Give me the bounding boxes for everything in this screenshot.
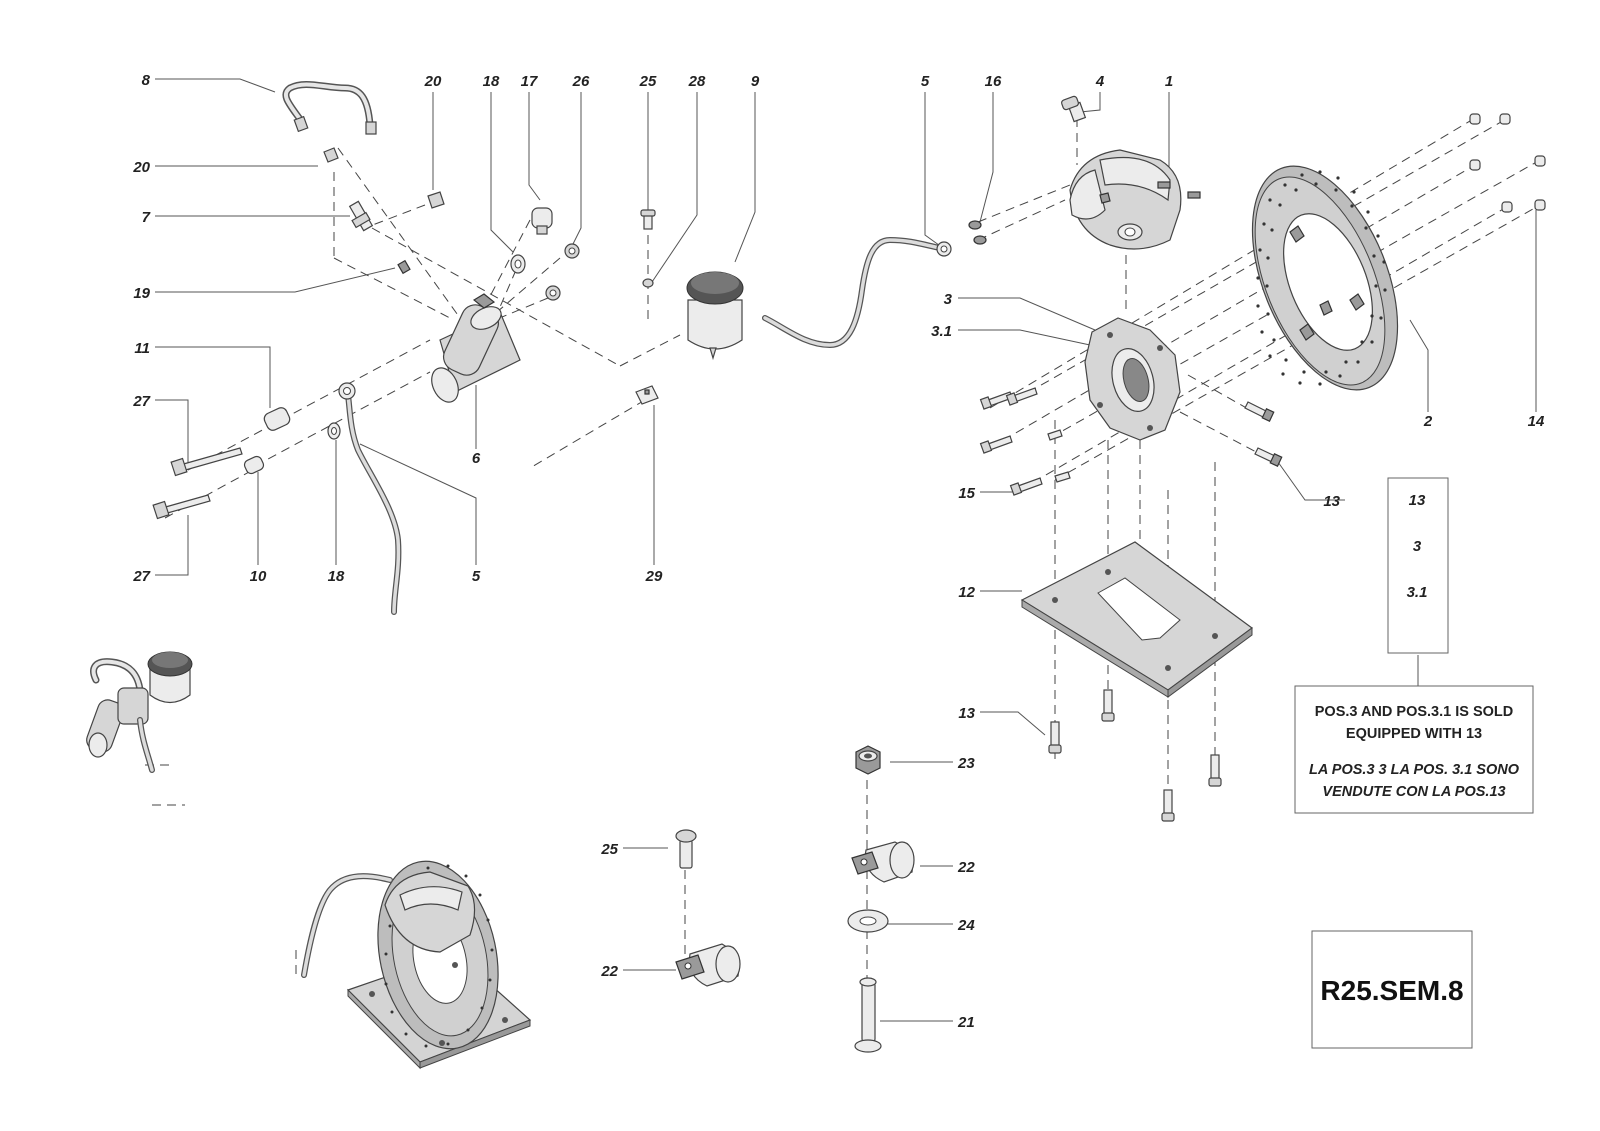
washer-part-16 (968, 220, 987, 245)
label-27: 27 (132, 568, 150, 585)
label-27: 27 (132, 393, 150, 410)
label-3-1: 3.1 (931, 323, 952, 340)
disc-part-2 (1251, 165, 1399, 391)
pin-part-21 (854, 977, 882, 1053)
label-11: 11 (134, 340, 150, 357)
label-22: 22 (957, 859, 975, 876)
label-8: 8 (142, 72, 151, 89)
label-5: 5 (472, 568, 481, 585)
label-2: 2 (1423, 413, 1433, 430)
master-cylinder-part-6 (431, 293, 521, 403)
hose-part-8 (282, 80, 377, 135)
label-12: 12 (958, 584, 975, 601)
washer-part-24 (847, 909, 889, 933)
label-21: 21 (957, 1014, 975, 1031)
note-box: POS.3 AND POS.3.1 IS SOLD EQUIPPED WITH … (1294, 685, 1534, 814)
legend-item: 3.1 (1407, 584, 1428, 601)
leader-lines (155, 78, 1537, 1022)
drawing-code-box: R25.SEM.8 (1311, 930, 1473, 1049)
drawing-code: R25.SEM.8 (1320, 975, 1463, 1006)
brake-line-part-5-right (762, 236, 952, 349)
label-18: 18 (483, 73, 500, 90)
label-14: 14 (1528, 413, 1545, 430)
assembled-master-cylinder-view (86, 651, 193, 773)
label-28: 28 (688, 73, 706, 90)
label-18: 18 (328, 568, 345, 585)
hose-clip-part-20 (323, 147, 445, 209)
spacer-part-10 (243, 455, 265, 475)
label-15: 15 (958, 485, 975, 502)
label-6: 6 (472, 450, 481, 467)
label-13: 13 (1323, 493, 1340, 510)
screw-part-25-top (640, 209, 656, 230)
washer-part-28 (642, 278, 654, 288)
label-29: 29 (645, 568, 663, 585)
label-1: 1 (1165, 73, 1173, 90)
bolt-part-27 (152, 447, 243, 520)
label-17: 17 (521, 73, 538, 90)
label-10: 10 (250, 568, 267, 585)
callout-labels: 8 20 7 19 11 27 27 10 18 5 6 20 18 17 26… (132, 72, 1545, 1031)
label-20: 20 (424, 73, 442, 90)
clamp-part-22-left (675, 943, 741, 987)
spacer-part-11 (263, 407, 291, 431)
label-25: 25 (600, 841, 618, 858)
screws-part-14 (1469, 113, 1546, 213)
screw-part-25-bottom (675, 829, 697, 869)
label-22: 22 (600, 963, 618, 980)
assembled-brake-view (301, 860, 532, 1070)
clamp-part-22-right (851, 841, 915, 883)
base-plate-part-12 (1020, 541, 1254, 698)
label-9: 9 (751, 73, 760, 90)
note-line-en-2: EQUIPPED WITH 13 (1346, 726, 1482, 742)
screw-part-19 (397, 259, 411, 275)
legend-box: 13 3 3.1 (1387, 477, 1449, 654)
screws-part-13-base (1048, 689, 1222, 822)
label-5: 5 (921, 73, 930, 90)
label-3: 3 (944, 291, 953, 308)
label-4: 4 (1095, 73, 1105, 90)
hub-part-3 (1084, 317, 1181, 441)
label-24: 24 (957, 917, 975, 934)
label-26: 26 (572, 73, 590, 90)
fitting-part-7 (348, 200, 374, 232)
legend-item: 13 (1409, 492, 1426, 509)
bracket-part-29 (635, 385, 659, 405)
label-23: 23 (957, 755, 975, 772)
bleed-screw-part-4 (1061, 95, 1087, 123)
label-7: 7 (142, 209, 151, 226)
nut-part-26 (545, 243, 580, 301)
note-line-en-1: POS.3 AND POS.3.1 IS SOLD (1315, 704, 1514, 720)
label-19: 19 (133, 285, 150, 302)
brake-line-part-5-left (338, 382, 402, 615)
label-16: 16 (985, 73, 1002, 90)
label-20: 20 (132, 159, 150, 176)
bolts-part-15 (979, 387, 1071, 496)
nut-part-23 (855, 745, 881, 775)
label-13: 13 (958, 705, 975, 722)
note-line-it-2: VENDUTE CON LA POS.13 (1322, 784, 1505, 800)
legend-item: 3 (1413, 538, 1422, 555)
note-line-it-1: LA POS.3 3 LA POS. 3.1 SONO (1309, 762, 1520, 778)
label-25: 25 (639, 73, 657, 90)
screws-part-13-hub (1244, 401, 1283, 468)
washer-part-18 (327, 254, 526, 440)
caliper-part-1 (1069, 149, 1201, 250)
cap-part-17 (531, 207, 553, 235)
reservoir-part-9 (686, 271, 744, 361)
